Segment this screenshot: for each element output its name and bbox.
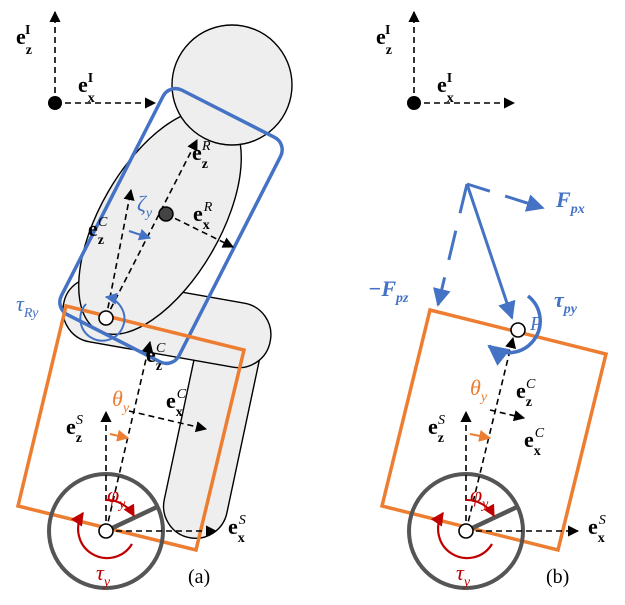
wheel-b xyxy=(407,472,525,590)
chassis-box-a xyxy=(15,303,247,553)
labels-b: ezI exI Fpx −Fpz τpy P θy ezC exC ezS ex… xyxy=(368,23,606,590)
label-phi-a: φy xyxy=(107,482,126,512)
inertial-frame-a xyxy=(48,10,157,110)
inertial-origin-b xyxy=(407,96,421,110)
label-ez-chassis-b: ezC xyxy=(516,377,536,410)
label-ex-chassis-a: exC xyxy=(166,387,187,420)
torque-py-arrow xyxy=(487,294,542,366)
label-ez-chassis-a: ezC xyxy=(146,341,166,374)
phi-arrow-a xyxy=(105,498,135,518)
zeta-arrow xyxy=(128,228,152,241)
inertial-origin-a xyxy=(48,96,62,110)
wheel-spoke-a xyxy=(105,504,158,534)
label-ez-inertial-a: ezI xyxy=(16,23,32,58)
forces-b xyxy=(433,182,545,366)
theta-arrow-a xyxy=(109,429,130,442)
label-ez-rider: ezR xyxy=(192,139,211,172)
chassis-box-b xyxy=(379,307,609,553)
wheel-a xyxy=(47,472,165,590)
tau-ry-arrow xyxy=(79,292,126,342)
theta-arrow-b xyxy=(469,429,492,442)
labels-a: ezI exI ezR exR ezC ζy τRy ezC exC θy ez… xyxy=(16,23,246,590)
label-force-px: Fpx xyxy=(555,187,585,217)
label-ez-inertial-b: ezI xyxy=(376,23,392,58)
force-vector xyxy=(465,183,516,320)
tau-y-arrow-b xyxy=(430,511,493,560)
rider-body-a xyxy=(62,24,293,539)
wheel-axle-a xyxy=(98,523,114,539)
label-ez-chassis-rider: ezC xyxy=(88,215,108,248)
label-ez-wheel-a: ezS xyxy=(66,413,83,446)
panel-b-label: (b) xyxy=(546,566,569,588)
point-p xyxy=(510,322,526,338)
label-ez-wheel-b: ezS xyxy=(428,413,445,446)
label-phi-b: φy xyxy=(470,482,489,512)
label-point-p: P xyxy=(529,313,542,335)
label-ex-inertial-b: exI xyxy=(437,71,454,106)
rider-head xyxy=(171,24,293,146)
tau-y-arrow-a xyxy=(70,511,133,560)
wheel-spoke-b xyxy=(465,504,518,534)
label-tau-y-b: τy xyxy=(456,560,471,590)
rider-com xyxy=(158,206,174,222)
phi-arrow-b xyxy=(465,498,495,518)
label-theta-a: θy xyxy=(112,386,130,416)
inertial-frame-b xyxy=(407,10,516,110)
label-torque-py: τpy xyxy=(554,287,578,317)
hip-joint xyxy=(98,310,114,326)
label-theta-b: θy xyxy=(470,375,488,405)
force-pz-arrow xyxy=(433,183,469,307)
label-ex-rider: exR xyxy=(193,200,213,233)
label-zeta: ζy xyxy=(137,191,153,221)
force-px-arrow xyxy=(466,182,545,212)
label-force-pz: −Fpz xyxy=(368,276,409,306)
panel-b: ezI exI Fpx −Fpz τpy P θy ezC exC ezS ex… xyxy=(368,10,609,590)
panel-a-label: (a) xyxy=(188,566,210,588)
label-tau-ry: τRy xyxy=(16,291,39,321)
wheel-axle-b xyxy=(458,523,474,539)
label-tau-y-a: τy xyxy=(96,560,111,590)
panel-a: ezI exI ezR exR ezC ζy τRy ezC exC θy ez… xyxy=(15,10,293,590)
label-ex-wheel-b: exS xyxy=(588,513,606,546)
label-ex-chassis-b: exC xyxy=(524,426,545,459)
label-ex-wheel-a: exS xyxy=(228,513,246,546)
label-ex-inertial-a: exI xyxy=(78,71,95,106)
